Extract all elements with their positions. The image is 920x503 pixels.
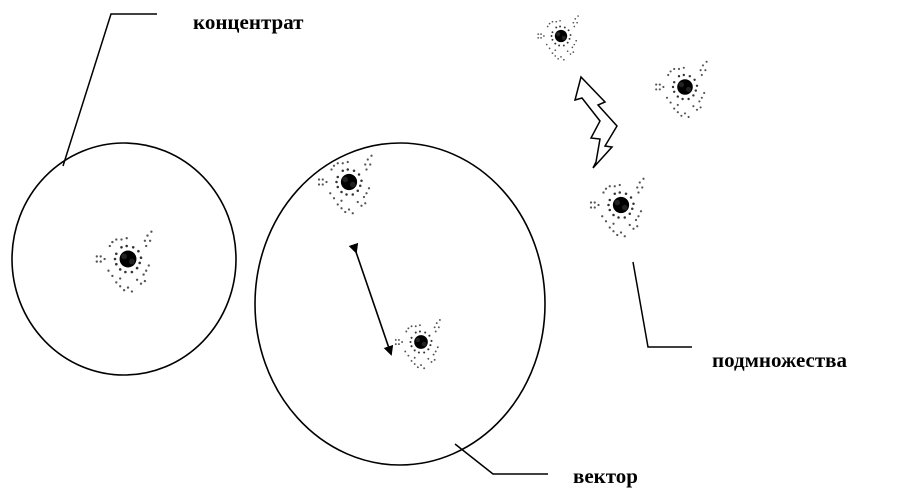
leader-line-concentrate [62,13,157,167]
double-arrow-icon [348,242,394,356]
center-circle [254,142,546,466]
label-subsets: подмножества [712,348,848,372]
cluster-icon-middle-right [589,177,645,238]
leader-line-vector [454,443,548,475]
label-vector: вектор [573,464,638,488]
leader-line-subsets [632,261,692,348]
cluster-icon-center-bottom [394,319,441,370]
cluster-icon-left [95,230,153,293]
cluster-icon-right [655,60,708,119]
cluster-icon-center-top [317,154,373,215]
cluster-icon-top [537,15,579,61]
left-circle [11,142,237,376]
label-concentrate: концентрат [193,10,304,34]
hollow-zigzag-arrow-icon [573,75,618,169]
